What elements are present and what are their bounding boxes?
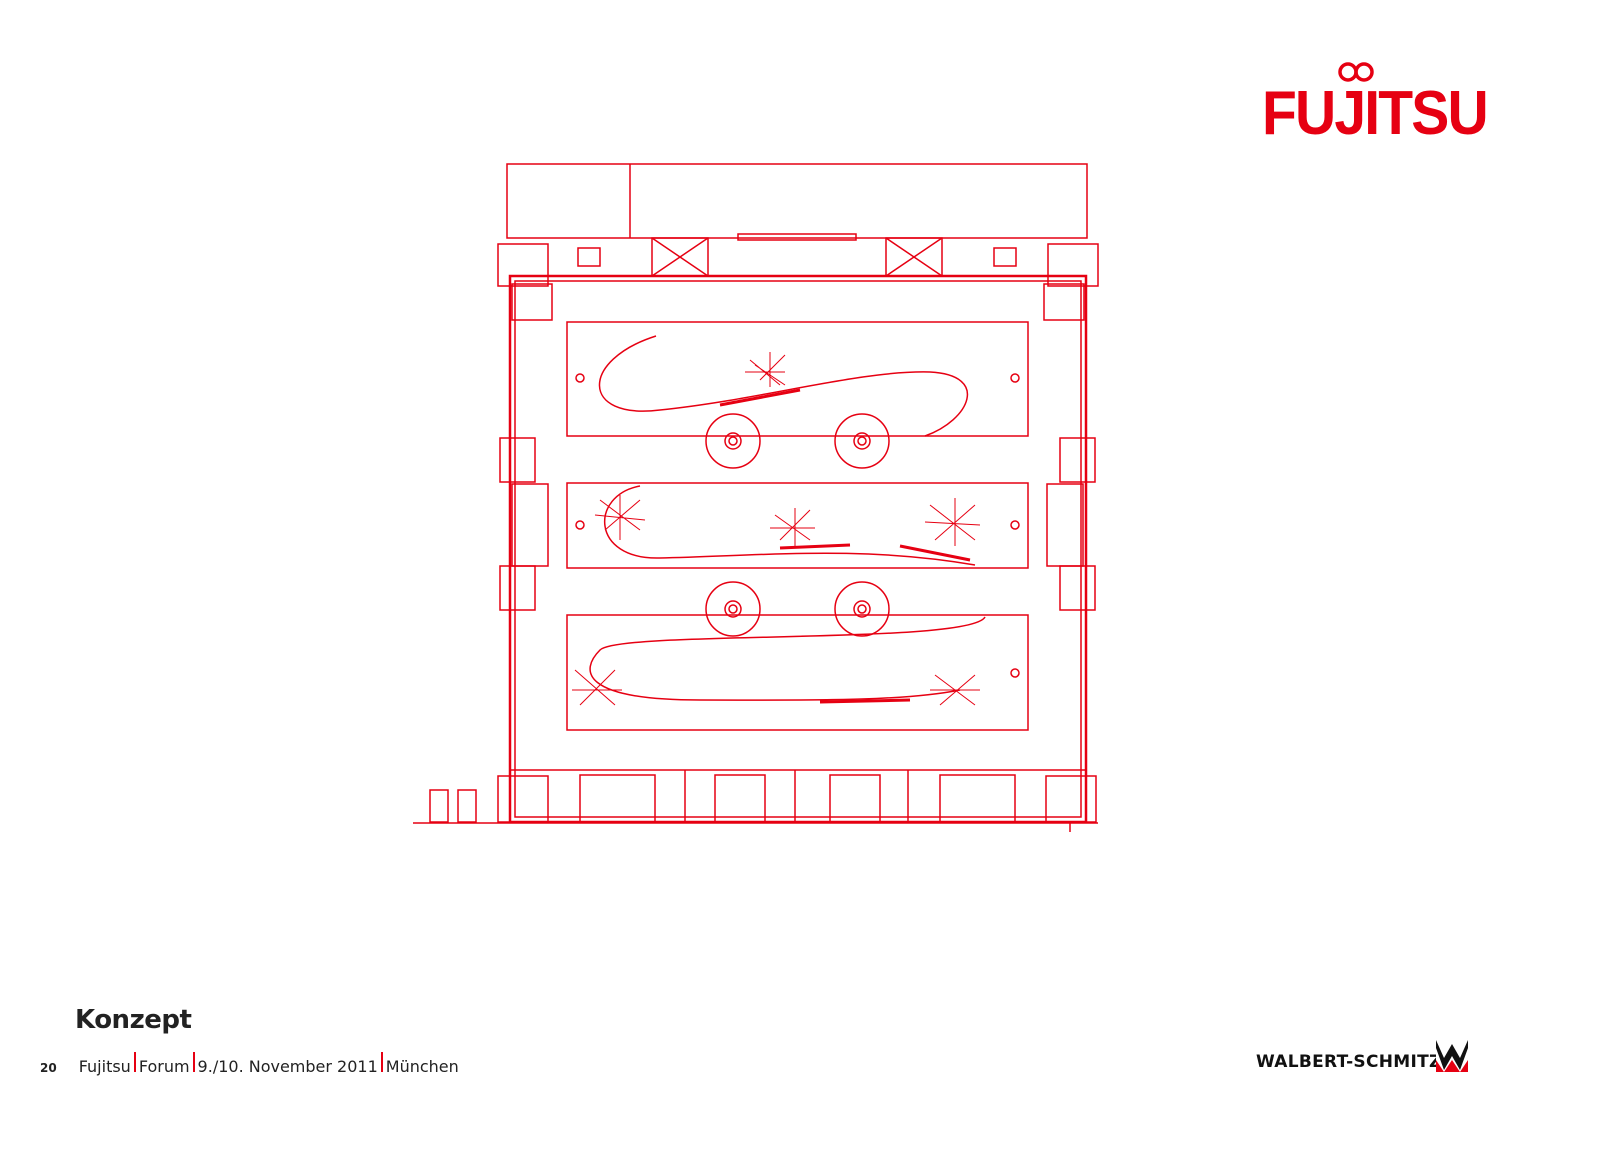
footer-item: Fujitsu	[78, 1057, 131, 1076]
fujitsu-logo: FUJITSU	[1262, 58, 1489, 158]
footer-item: 9./10. November 2011	[197, 1057, 378, 1076]
footer-item: München	[385, 1057, 459, 1076]
walbert-schmitz-mark-icon	[1436, 1040, 1468, 1072]
page-number: 20	[40, 1061, 57, 1075]
separator	[380, 1052, 383, 1072]
fujitsu-infinity-logo-icon	[1338, 62, 1374, 82]
page-title: Konzept	[75, 1005, 192, 1035]
footer-item: Forum	[138, 1057, 190, 1076]
agency-name: WALBERT-SCHMITZ	[1256, 1052, 1442, 1072]
footer: 20 Fujitsu Forum 9./10. November 2011 Mü…	[40, 1052, 459, 1076]
separator	[133, 1052, 136, 1072]
fujitsu-logo-text: FUJITSU	[1262, 79, 1489, 148]
separator	[192, 1052, 195, 1072]
